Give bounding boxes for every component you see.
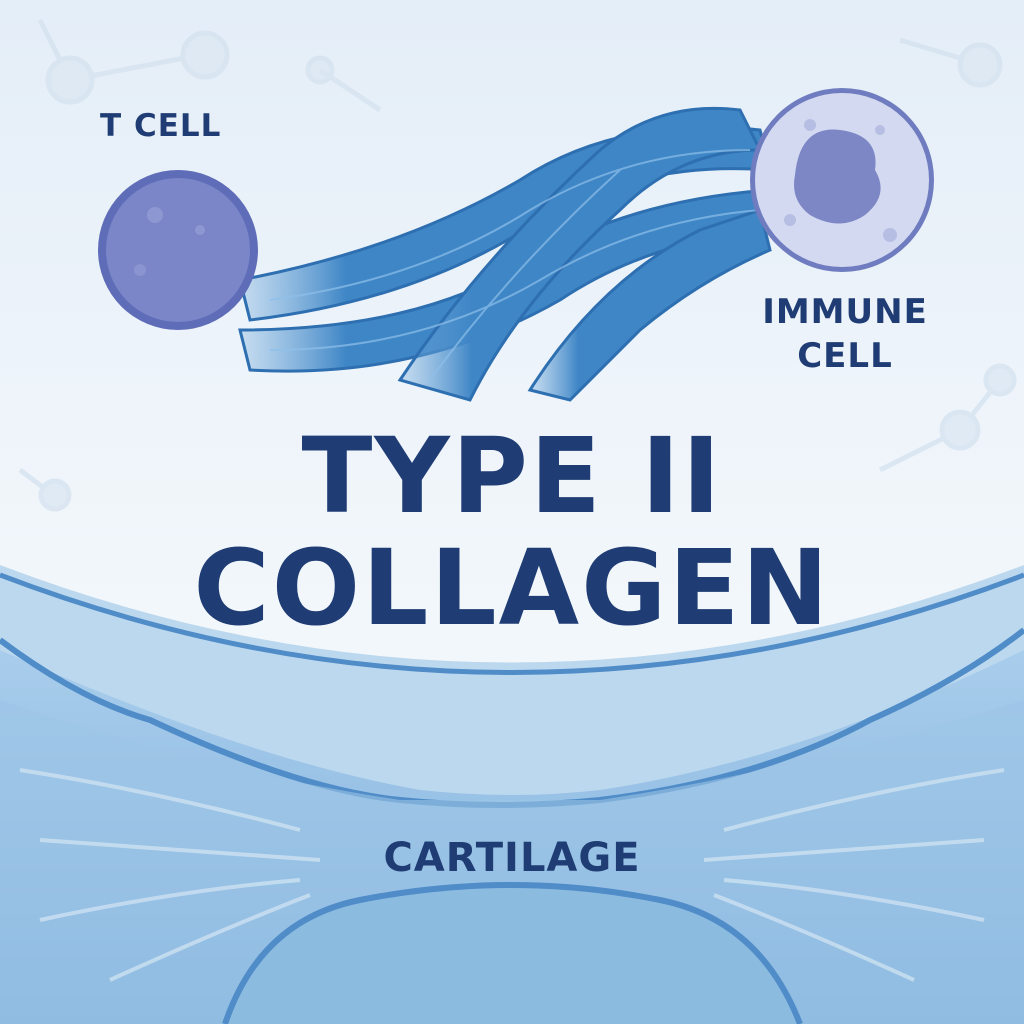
cartilage-label: CARTILAGE xyxy=(383,835,641,881)
immune-cell-label: IMMUNE CELL xyxy=(740,290,950,378)
page-title: TYPE II COLLAGEN xyxy=(0,420,1024,644)
immune-cell-label-line1: IMMUNE xyxy=(762,292,928,332)
title-line1: TYPE II xyxy=(301,415,723,537)
t-cell-label: T CELL xyxy=(100,108,222,144)
title-line2: COLLAGEN xyxy=(193,527,831,649)
immune-cell-label-line2: CELL xyxy=(797,336,893,376)
